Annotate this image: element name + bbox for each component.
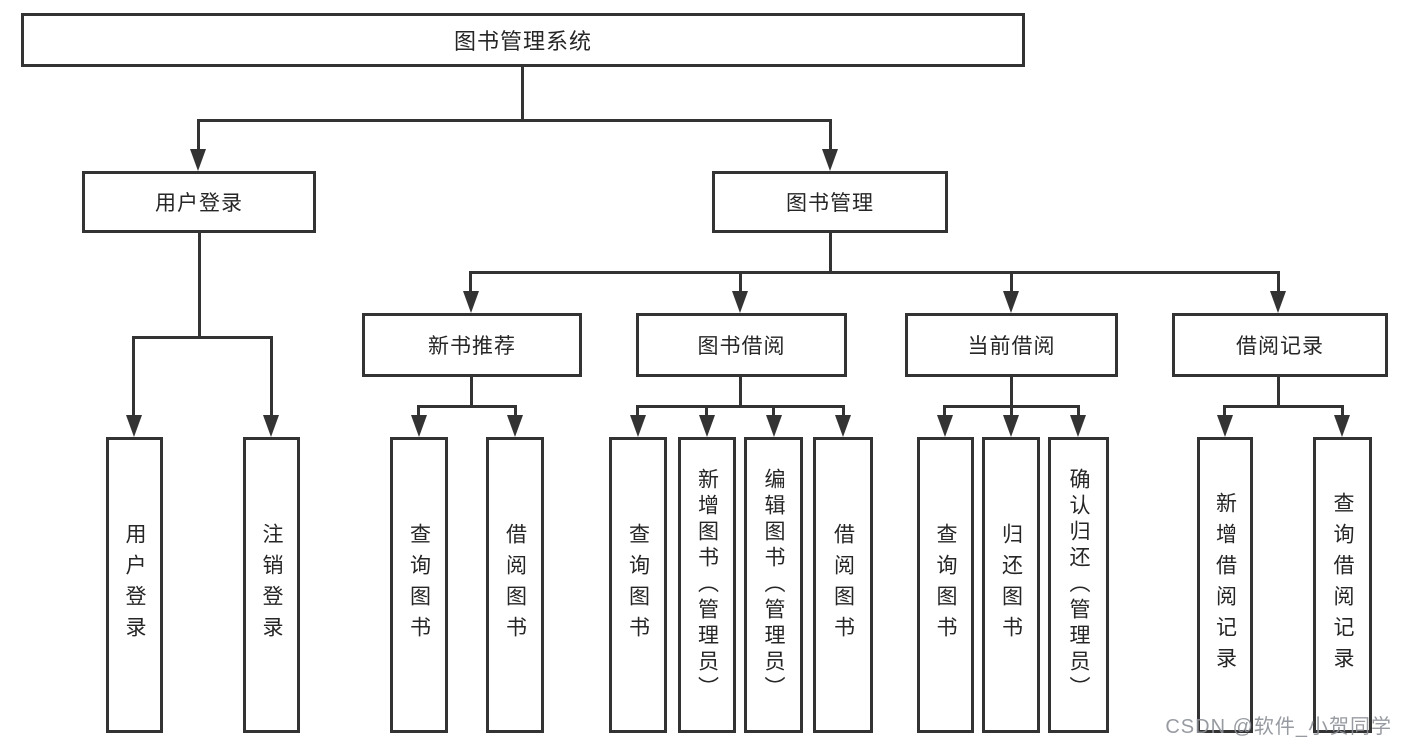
arrow-down-icon — [630, 415, 646, 437]
leaf-confirm-return-admin: 确认归还（管理员） — [1048, 437, 1109, 733]
arrow-down-icon — [507, 415, 523, 437]
arrow-down-icon — [766, 415, 782, 437]
node-new-book-recommend: 新书推荐 — [362, 313, 582, 377]
arrow-down-icon — [411, 415, 427, 437]
connector-line — [197, 119, 200, 152]
leaf-borrow-books-1: 借阅图书 — [486, 437, 544, 733]
leaf-add-borrow-record: 新增借阅记录 — [1197, 437, 1253, 733]
leaf-label: 注销登录 — [260, 523, 283, 647]
connector-line — [772, 405, 775, 418]
node-label: 用户登录 — [155, 192, 243, 215]
connector-line — [829, 119, 832, 152]
connector-line — [636, 405, 845, 408]
connector-line — [1010, 271, 1013, 293]
node-user-login-group: 用户登录 — [82, 171, 316, 233]
connector-line — [198, 233, 201, 339]
arrow-down-icon — [699, 415, 715, 437]
node-root: 图书管理系统 — [21, 13, 1025, 67]
connector-line — [1223, 405, 1344, 408]
leaf-label: 用户登录 — [123, 523, 146, 647]
arrow-down-icon — [463, 291, 479, 313]
connector-line — [705, 405, 708, 418]
leaf-return-books: 归还图书 — [982, 437, 1040, 733]
connector-line — [943, 405, 946, 418]
connector-line — [469, 271, 472, 293]
arrow-down-icon — [937, 415, 953, 437]
connector-line — [1010, 405, 1013, 418]
connector-line — [1223, 405, 1226, 418]
node-current-borrowing: 当前借阅 — [905, 313, 1118, 377]
leaf-edit-books-admin: 编辑图书（管理员） — [744, 437, 803, 733]
arrow-down-icon — [835, 415, 851, 437]
arrow-down-icon — [1217, 415, 1233, 437]
connector-line — [1277, 377, 1280, 408]
connector-line — [514, 405, 517, 418]
arrow-down-icon — [263, 415, 279, 437]
leaf-query-books-2: 查询图书 — [609, 437, 667, 733]
connector-line — [417, 405, 420, 418]
connector-line — [270, 336, 273, 417]
node-book-management: 图书管理 — [712, 171, 948, 233]
connector-line — [470, 377, 473, 408]
leaf-logout: 注销登录 — [243, 437, 300, 733]
leaf-user-login: 用户登录 — [106, 437, 163, 733]
arrow-down-icon — [126, 415, 142, 437]
connector-line — [739, 271, 742, 293]
leaf-add-books-admin: 新增图书（管理员） — [678, 437, 736, 733]
leaf-label: 新增借阅记录 — [1213, 492, 1237, 678]
connector-line — [197, 119, 832, 122]
node-label: 新书推荐 — [428, 335, 516, 358]
connector-line — [132, 336, 135, 417]
watermark: CSDN @软件_小贺同学 — [1165, 716, 1392, 738]
node-label: 图书借阅 — [697, 335, 786, 358]
connector-line — [521, 67, 524, 119]
connector-line — [842, 405, 845, 418]
leaf-label: 借阅图书 — [831, 523, 855, 647]
connector-line — [1010, 377, 1013, 408]
node-label: 借阅记录 — [1236, 335, 1324, 358]
leaf-query-books-1: 查询图书 — [390, 437, 448, 733]
leaf-label: 编辑图书（管理员） — [762, 468, 785, 702]
arrow-down-icon — [822, 149, 838, 171]
connector-line — [739, 377, 742, 408]
leaf-query-books-3: 查询图书 — [917, 437, 974, 733]
connector-line — [829, 233, 832, 273]
leaf-label: 确认归还（管理员） — [1067, 468, 1090, 702]
connector-line — [636, 405, 639, 418]
connector-line — [1077, 405, 1080, 418]
arrow-down-icon — [1334, 415, 1350, 437]
arrow-down-icon — [1003, 291, 1019, 313]
leaf-query-borrow-record: 查询借阅记录 — [1313, 437, 1372, 733]
leaf-label: 查询图书 — [934, 523, 957, 647]
leaf-label: 借阅图书 — [503, 523, 527, 647]
arrow-down-icon — [190, 149, 206, 171]
connector-line — [417, 405, 517, 408]
node-borrowing-records: 借阅记录 — [1172, 313, 1388, 377]
arrow-down-icon — [1270, 291, 1286, 313]
leaf-label: 归还图书 — [999, 523, 1023, 647]
leaf-label: 查询图书 — [626, 523, 650, 647]
connector-line — [1277, 271, 1280, 293]
connector-line — [132, 336, 273, 339]
node-book-borrowing: 图书借阅 — [636, 313, 847, 377]
node-root-label: 图书管理系统 — [453, 29, 592, 54]
node-label: 当前借阅 — [967, 335, 1056, 358]
connector-line — [469, 271, 1280, 274]
leaf-borrow-books-2: 借阅图书 — [813, 437, 873, 733]
connector-line — [1341, 405, 1344, 418]
leaf-label: 查询借阅记录 — [1331, 492, 1354, 678]
node-label: 图书管理 — [786, 192, 874, 215]
arrow-down-icon — [1003, 415, 1019, 437]
leaf-label: 查询图书 — [407, 523, 431, 647]
arrow-down-icon — [1070, 415, 1086, 437]
arrow-down-icon — [732, 291, 748, 313]
leaf-label: 新增图书（管理员） — [695, 468, 719, 702]
